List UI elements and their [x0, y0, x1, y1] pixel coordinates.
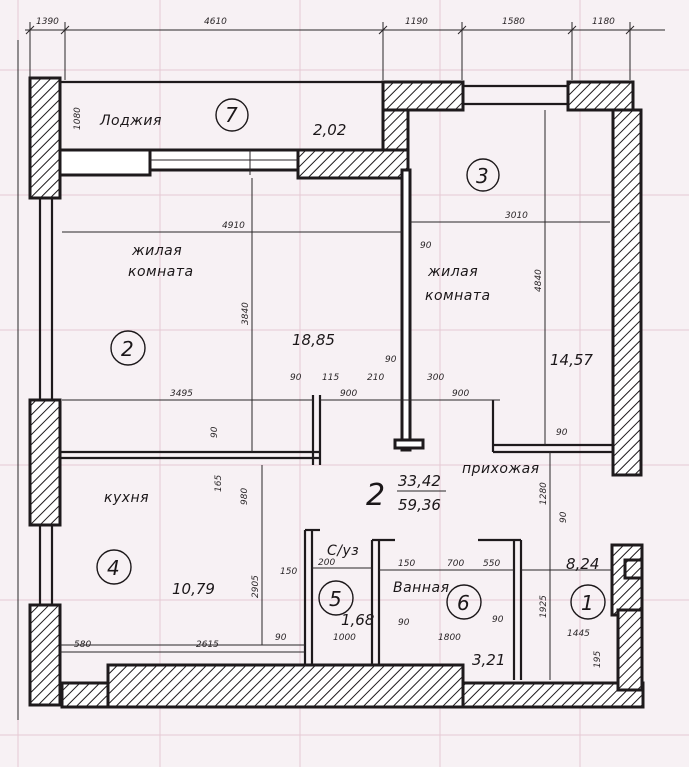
dim-hall-1280: 1280 [539, 482, 549, 505]
dim-150-b: 150 [398, 559, 415, 569]
dim-kitchen-c: 580 [74, 640, 91, 650]
dim-90-i: 90 [492, 615, 504, 625]
top-dim-5: 1180 [592, 17, 615, 27]
dim-210: 210 [367, 373, 384, 383]
hall-name: прихожая [462, 461, 540, 477]
dim-loggia-width: 1080 [73, 107, 83, 130]
dim-living2-depth: 3840 [241, 302, 251, 325]
dim-900-a: 900 [340, 389, 357, 399]
dim-hall-1925: 1925 [539, 595, 549, 618]
dim-980: 980 [240, 488, 250, 505]
dim-bath-550: 550 [483, 559, 500, 569]
hall-area: 8,24 [566, 555, 599, 573]
bath-name: Ванная [393, 580, 450, 596]
loggia-name: Лоджия [99, 113, 162, 129]
dim-living3-depth: 4840 [534, 269, 544, 292]
interior-dimension-lines [60, 110, 612, 680]
apartment-summary: 2 33,42 59,36 [366, 472, 446, 514]
exterior-walls [28, 76, 645, 709]
room-areas: 2,02 18,85 14,57 10,79 1,68 3,21 8,24 [172, 121, 599, 669]
room-4-number: 4 [107, 556, 120, 580]
living3-name-line2: комната [425, 288, 491, 304]
kitchen-name: кухня [104, 490, 149, 506]
room-5-number: 5 [329, 587, 342, 611]
dim-165: 165 [214, 475, 224, 492]
top-dim-2: 4610 [204, 17, 227, 27]
loggia-area: 2,02 [313, 121, 346, 139]
top-dimension-chain: 1390 4610 1190 1580 1180 [25, 17, 665, 80]
dim-wc-200: 200 [318, 558, 335, 568]
interior-walls [60, 168, 613, 680]
wc-area: 1,68 [341, 611, 374, 629]
dim-90-c: 90 [290, 373, 302, 383]
total-area: 59,36 [398, 496, 441, 514]
dim-living2-width: 4910 [222, 221, 245, 231]
dim-115: 115 [322, 373, 339, 383]
bath-area: 3,21 [472, 651, 505, 669]
dim-bath-700: 700 [447, 559, 464, 569]
dim-90-f: 90 [559, 511, 569, 523]
dim-90-b: 90 [385, 355, 397, 365]
dim-living2-lower: 3495 [170, 389, 193, 399]
dimension-labels: 1080 4910 3840 3495 3010 4840 2615 2905 … [73, 107, 603, 668]
living3-name-line1: жилая [427, 264, 478, 280]
room-2-number: 2 [121, 337, 134, 361]
dim-90-a: 90 [420, 241, 432, 251]
loggia-walls [58, 148, 410, 180]
dim-wc-width: 1000 [333, 633, 356, 643]
dim-90-h: 90 [398, 618, 410, 628]
dim-living3-width: 3010 [505, 211, 528, 221]
apartment-number: 2 [366, 478, 385, 513]
room-number-markers: 7 2 3 4 5 6 1 [96, 98, 606, 620]
dim-bath-width: 1800 [438, 633, 461, 643]
room-names: Лоджия жилая комната жилая комната кухня… [99, 113, 540, 596]
kitchen-area: 10,79 [172, 580, 215, 598]
dim-kitchen-b: 2905 [251, 575, 261, 598]
top-dim-1: 1390 [36, 17, 59, 27]
living-area-total: 33,42 [398, 472, 441, 490]
room-3-number: 3 [476, 164, 489, 188]
living3-area: 14,57 [550, 351, 593, 369]
dim-90-g: 90 [275, 633, 287, 643]
room-1-number: 1 [581, 591, 594, 615]
window-lines [38, 80, 568, 605]
dim-900-b: 900 [452, 389, 469, 399]
dim-90-e: 90 [556, 428, 568, 438]
living2-name-line2: комната [128, 264, 194, 280]
dim-kitchen-a: 2615 [196, 640, 219, 650]
dim-hall-1445: 1445 [567, 629, 590, 639]
living2-area: 18,85 [292, 331, 335, 349]
room-6-number: 6 [457, 591, 470, 615]
dim-150-a: 150 [280, 567, 297, 577]
room-7-number: 7 [225, 103, 238, 127]
top-dim-3: 1190 [405, 17, 428, 27]
dim-300: 300 [427, 373, 444, 383]
living2-name-line1: жилая [131, 243, 182, 259]
wc-name: С/уз [327, 543, 359, 559]
dim-195: 195 [593, 651, 603, 668]
top-dim-4: 1580 [502, 17, 525, 27]
dim-90-d: 90 [210, 426, 220, 438]
